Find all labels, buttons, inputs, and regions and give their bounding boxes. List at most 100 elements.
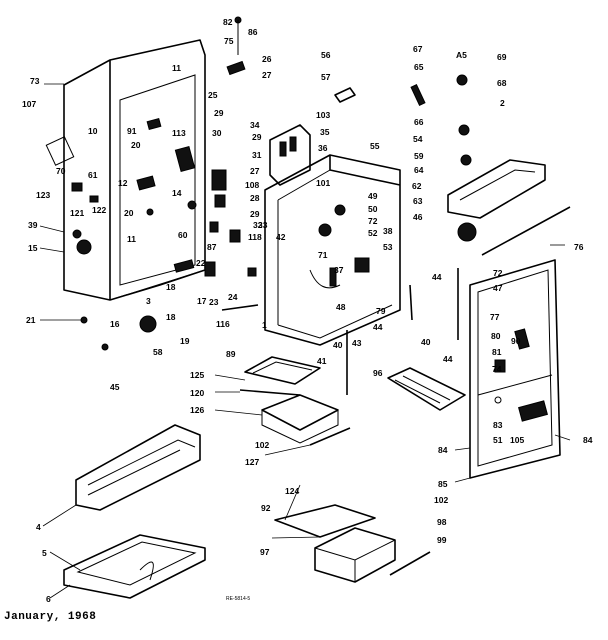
part-label: 43 <box>352 338 362 348</box>
part-label: 84 <box>583 435 593 445</box>
gasket-strips <box>346 206 571 395</box>
part-label: 81 <box>492 347 502 357</box>
part-label: 101 <box>316 178 330 188</box>
part-label: 105 <box>510 435 524 445</box>
part-label: 58 <box>153 347 163 357</box>
part-label: 102 <box>434 495 448 505</box>
part-label: 28 <box>250 193 260 203</box>
part-label: 24 <box>228 292 238 302</box>
part-label: 39 <box>28 220 38 230</box>
part-label: 72 <box>493 268 503 278</box>
part-label: 76 <box>574 242 584 252</box>
part-label: 35 <box>320 127 330 137</box>
part-label: 6 <box>46 594 51 604</box>
part-label: 62 <box>412 181 422 191</box>
part-label: 18 <box>166 312 176 322</box>
part-labels: 82 86 75 26 27 25 29 73 11 107 10 91 113… <box>22 17 593 604</box>
part-label: 98 <box>437 517 447 527</box>
part-label: 53 <box>383 242 393 252</box>
part-label: 50 <box>368 204 378 214</box>
part-label: 45 <box>110 382 120 392</box>
part-label: 52 <box>368 228 378 238</box>
part-label: 1 <box>262 320 267 330</box>
part-label: 40 <box>421 337 431 347</box>
control-housing <box>269 87 356 186</box>
part-label: 60 <box>178 230 188 240</box>
part-label: 72 <box>368 216 378 226</box>
part-label: 84 <box>438 445 448 455</box>
part-label: 127 <box>245 457 259 467</box>
part-label: 44 <box>432 272 442 282</box>
part-label: 122 <box>92 205 106 215</box>
shelf-96 <box>387 367 466 411</box>
part-label: 4 <box>36 522 41 532</box>
part-label: 65 <box>414 62 424 72</box>
part-label: 16 <box>110 319 120 329</box>
part-label: 125 <box>190 370 204 380</box>
door-shelf-62 <box>410 74 546 242</box>
part-label: 85 <box>438 479 448 489</box>
part-label: 10 <box>88 126 98 136</box>
part-label: 120 <box>190 388 204 398</box>
footer-date: January, 1968 <box>4 611 97 623</box>
part-label: 33 <box>258 220 268 230</box>
part-label: 126 <box>190 405 204 415</box>
part-label: 12 <box>118 178 128 188</box>
part-label: 118 <box>248 232 262 242</box>
part-label: 26 <box>262 54 272 64</box>
part-label: 2 <box>500 98 505 108</box>
part-label: 80 <box>491 331 501 341</box>
part-label: 116 <box>216 319 230 329</box>
part-label: 77 <box>490 312 500 322</box>
part-label: 19 <box>180 336 190 346</box>
part-label: 73 <box>30 76 40 86</box>
part-label: 54 <box>413 134 423 144</box>
part-label: 92 <box>261 503 271 513</box>
ice-tray <box>239 356 321 396</box>
part-label: 38 <box>383 226 393 236</box>
part-label: 61 <box>88 170 98 180</box>
part-label: 82 <box>223 17 233 27</box>
part-label: 124 <box>285 486 299 496</box>
part-label: 48 <box>336 302 346 312</box>
part-label: 87 <box>207 242 217 252</box>
leader-lines <box>39 83 571 599</box>
part-label: 23 <box>209 297 219 307</box>
part-label: 40 <box>333 340 343 350</box>
part-label: 64 <box>414 165 424 175</box>
drip-pan <box>261 394 351 446</box>
part-label: 55 <box>370 141 380 151</box>
part-label: 123 <box>36 190 50 200</box>
part-label: 113 <box>172 128 186 138</box>
part-label: 42 <box>276 232 286 242</box>
part-label: 27 <box>262 70 272 80</box>
door-liner <box>469 259 561 479</box>
part-label: 15 <box>28 243 38 253</box>
part-label: 44 <box>443 354 453 364</box>
part-label: 14 <box>172 188 182 198</box>
part-label: 59 <box>414 151 424 161</box>
part-label: 86 <box>248 27 258 37</box>
part-label: 20 <box>124 208 134 218</box>
part-label: 103 <box>316 110 330 120</box>
part-label: 75 <box>224 36 234 46</box>
part-label: 29 <box>214 108 224 118</box>
part-label: 37 <box>334 265 344 275</box>
part-label: 108 <box>245 180 259 190</box>
part-label: 17 <box>197 296 207 306</box>
part-label: 44 <box>373 322 383 332</box>
part-label: 32 <box>253 220 263 230</box>
part-label: 30 <box>212 128 222 138</box>
part-label: 67 <box>413 44 423 54</box>
part-label: 36 <box>318 143 328 153</box>
part-label: 11 <box>172 63 181 73</box>
part-label: 27 <box>250 166 260 176</box>
part-label: A5 <box>456 50 467 60</box>
part-label: 70 <box>56 166 66 176</box>
part-label: 49 <box>368 191 378 201</box>
part-label: 29 <box>250 209 260 219</box>
part-label: 63 <box>413 196 423 206</box>
part-label: 121 <box>70 208 84 218</box>
freezer-liner <box>264 154 401 346</box>
